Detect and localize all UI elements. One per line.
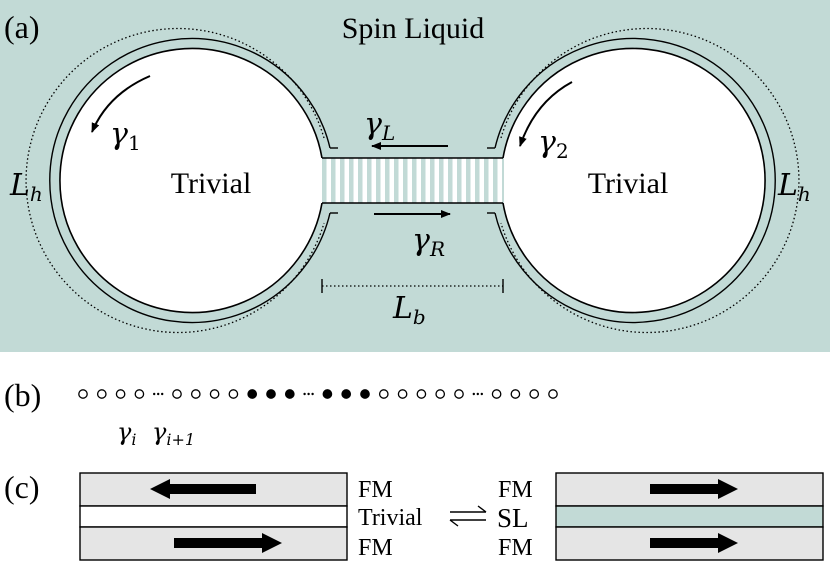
- chain-site-open: [78, 389, 88, 399]
- left-trivial-label: Trivial: [171, 167, 252, 200]
- left-bottom-magnetization-arrow: [174, 533, 282, 553]
- chain-ellipsis-dot: [157, 392, 160, 396]
- chain-site-filled: [284, 389, 295, 399]
- Lh-left-label: Lh: [9, 168, 43, 206]
- chain-site-open: [96, 389, 107, 399]
- chain-site-open: [529, 389, 540, 399]
- right-bottom-magnetization-arrow: [650, 533, 738, 553]
- gamma1-label: γ1: [110, 117, 141, 155]
- chain-ellipsis-dot: [161, 392, 164, 396]
- left-edge-solid: [49, 37, 331, 324]
- chain-ellipsis-dot: [307, 392, 310, 396]
- chain-site-filled: [360, 389, 370, 399]
- chain-site-filled: [322, 389, 333, 399]
- gamma2-arrow: [519, 81, 573, 147]
- chain-site-filled: [341, 389, 352, 399]
- gamma1-arrow: [91, 75, 151, 133]
- right-sl-strip: [555, 505, 824, 528]
- chain-site-open: [209, 389, 220, 399]
- chain-ellipsis-dot: [311, 392, 314, 396]
- chain-site-open: [172, 389, 182, 399]
- chain-site-open: [454, 389, 464, 399]
- left-top-magnetization-arrow: [150, 479, 256, 499]
- chain-site-open: [510, 389, 521, 399]
- chain-ellipsis-dot: [303, 392, 306, 396]
- chain-ellipsis-dot: [472, 392, 475, 396]
- chain-site-filled: [266, 389, 276, 399]
- right-configuration: [555, 472, 824, 561]
- gamma-i1-label: γi+1: [152, 418, 195, 449]
- panel-a-label: (a): [4, 9, 40, 45]
- chain-site-open: [397, 389, 408, 399]
- left-trivial-strip: [79, 505, 348, 528]
- panel-b-label: (b): [4, 377, 41, 413]
- right-top-magnetization-arrow: [650, 479, 738, 499]
- chain-site-filled: [247, 389, 258, 399]
- chain-site-open: [115, 389, 126, 399]
- chain-ellipsis-dot: [153, 392, 156, 396]
- chain-ellipsis-dot: [476, 392, 479, 396]
- fm-bottom-right-label: FM: [498, 535, 533, 561]
- panel-c-label: (c): [4, 469, 40, 505]
- spin-chain: [78, 389, 558, 399]
- fm-top-left-label: FM: [358, 477, 393, 503]
- chain-site-open: [416, 389, 427, 399]
- chain-site-open: [228, 389, 239, 399]
- Lh-right-label: Lh: [777, 168, 811, 206]
- trivial-regions: [59, 47, 766, 314]
- chain-site-open: [190, 389, 201, 399]
- left-trivial-circle: [59, 47, 323, 314]
- right-trivial-label: Trivial: [588, 167, 669, 200]
- gamma-i-label: γi: [117, 418, 136, 449]
- sl-label: SL: [497, 503, 529, 533]
- chain-site-open: [134, 389, 145, 399]
- Lb-label: Lb: [392, 291, 426, 329]
- gammaR-label: γR: [412, 223, 445, 261]
- fm-bottom-left-label: FM: [358, 535, 393, 561]
- gammaL-label: γL: [364, 107, 395, 145]
- right-trivial-circle: [502, 47, 766, 314]
- chain-site-open: [548, 389, 558, 399]
- edge-lines: [25, 27, 800, 334]
- right-edge-solid: [494, 37, 776, 324]
- gamma2-label: γ2: [538, 125, 569, 163]
- striped-bridge: [321, 158, 504, 203]
- chain-site-open: [491, 389, 502, 399]
- trivial-label: Trivial: [358, 505, 423, 531]
- chain-site-open: [435, 389, 446, 399]
- Lb-dimension: [321, 279, 504, 293]
- left-configuration: [79, 472, 348, 561]
- spin-liquid-title: Spin Liquid: [342, 12, 485, 45]
- fm-top-right-label: FM: [498, 477, 533, 503]
- chain-ellipsis-dot: [480, 392, 483, 396]
- chain-site-open: [378, 389, 389, 399]
- exchange-arrows: [449, 505, 487, 527]
